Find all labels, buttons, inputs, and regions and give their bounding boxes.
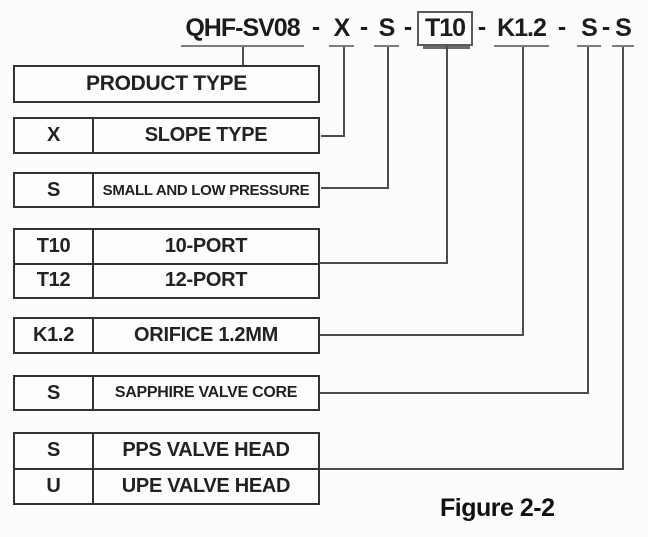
legend-box-orifice: K1.2 ORIFICE 1.2MM (13, 317, 320, 354)
code-cell: S (15, 174, 94, 206)
legend-box-port: T10 10-PORT T12 12-PORT (13, 228, 320, 299)
leader-line-orifice-horizontal (319, 334, 524, 336)
label-cell: PRODUCT TYPE (86, 72, 247, 95)
leader-line-core-vertical (587, 47, 589, 394)
model-code-dash: - (359, 13, 369, 41)
code-cell: S (15, 434, 94, 468)
leader-line-port-vertical (446, 46, 448, 264)
legend-box-slope-type: X SLOPE TYPE (13, 117, 320, 154)
leader-line-slope-horizontal (321, 135, 345, 137)
code-cell: U (15, 469, 94, 503)
label-cell: 12-PORT (164, 269, 248, 292)
leader-line-pressure-vertical (387, 47, 389, 189)
leader-line-head-horizontal (319, 468, 624, 470)
leader-line-core-horizontal (319, 392, 589, 394)
label-cell: 10-PORT (164, 234, 248, 257)
legend-row-t10: T10 10-PORT (15, 230, 318, 263)
legend-row-t12: T12 12-PORT (15, 262, 318, 297)
leader-line-slope-vertical (343, 47, 345, 137)
leader-line-pressure-horizontal (321, 187, 389, 189)
label-cell: SAPPHIRE VALVE CORE (114, 384, 298, 401)
model-code-segment-port-highlight-box: T10 (417, 11, 473, 46)
leader-line-product-vertical (242, 47, 244, 65)
model-code-dash: - (557, 13, 567, 41)
model-code-segment-product: QHF-SV08 (181, 12, 304, 47)
legend-row-pps: S PPS VALVE HEAD (15, 434, 318, 468)
legend-row-upe: U UPE VALVE HEAD (15, 467, 318, 503)
code-cell: K1.2 (15, 319, 94, 352)
label-cell: UPE VALVE HEAD (121, 474, 291, 497)
model-code-dash: - (601, 13, 611, 41)
model-code-dash: - (311, 13, 321, 41)
model-code-segment-core: S (577, 12, 601, 47)
model-code-segment-head: S (612, 12, 634, 47)
code-cell: T10 (15, 230, 94, 263)
model-code-dash: - (403, 13, 413, 41)
leader-line-head-vertical (622, 47, 624, 470)
model-code-segment-slope: X (329, 12, 354, 47)
code-cell: S (15, 377, 94, 409)
leader-line-orifice-vertical (522, 47, 524, 336)
legend-box-product-type: PRODUCT TYPE (13, 65, 320, 103)
label-cell: ORIFICE 1.2MM (134, 324, 278, 346)
model-code-segment-pressure: S (374, 12, 399, 47)
code-cell: X (15, 119, 94, 152)
model-code-segment-orifice: K1.2 (494, 12, 549, 47)
leader-line-port-horizontal (319, 262, 448, 264)
legend-box-valve-core: S SAPPHIRE VALVE CORE (13, 375, 320, 411)
legend-box-pressure: S SMALL AND LOW PRESSURE (13, 172, 320, 208)
label-cell: SLOPE TYPE (144, 124, 268, 146)
label-cell: SMALL AND LOW PRESSURE (102, 181, 310, 199)
legend-box-valve-head: S PPS VALVE HEAD U UPE VALVE HEAD (13, 432, 320, 505)
figure-caption: Figure 2-2 (440, 494, 555, 522)
label-cell: PPS VALVE HEAD (122, 439, 290, 462)
code-cell: T12 (15, 264, 94, 297)
model-code-dash: - (477, 13, 487, 41)
